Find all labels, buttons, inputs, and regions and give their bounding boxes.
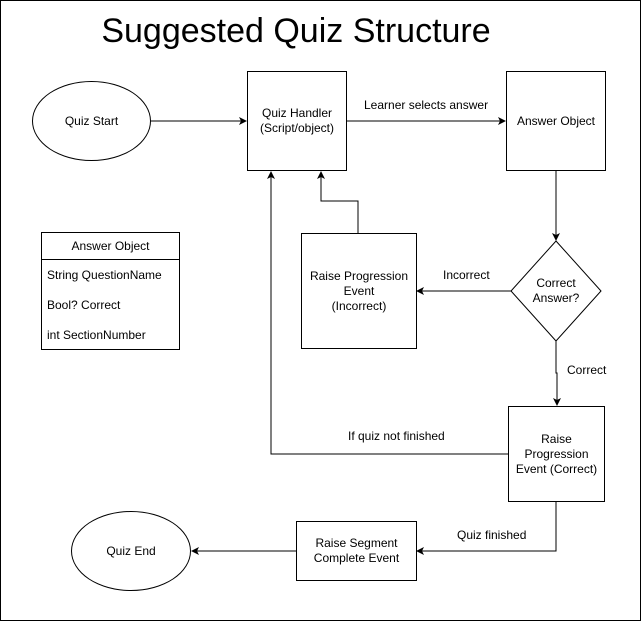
edge-correct-to-segment: [416, 501, 557, 555]
quiz-start-node: Quiz Start: [32, 81, 151, 161]
quiz-handler-label: Quiz Handler (Script/object): [259, 106, 335, 135]
table-field: int SectionNumber: [47, 328, 146, 342]
table-field: Bool? Correct: [47, 298, 121, 312]
quiz-end-node: Quiz End: [71, 511, 191, 591]
edge-label-incorrect: Incorrect: [443, 268, 490, 282]
edge-label-correct: Correct: [567, 363, 607, 377]
raise-correct-node: Raise Progression Event (Correct): [508, 406, 605, 502]
raise-segment-node: Raise Segment Complete Event: [296, 521, 417, 581]
answer-object-table: Answer Object String QuestionName Bool? …: [41, 232, 180, 350]
quiz-end-label: Quiz End: [106, 543, 156, 558]
quiz-handler-node: Quiz Handler (Script/object): [247, 71, 347, 171]
raise-correct-label: Raise Progression Event (Correct): [515, 431, 598, 476]
edge-label-learner-selects: Learner selects answer: [364, 98, 489, 112]
edge-decision-to-correct: [553, 341, 561, 406]
answer-object-label: Answer Object: [516, 113, 596, 128]
answer-object-node: Answer Object: [506, 71, 606, 171]
raise-segment-label: Raise Segment Complete Event: [313, 536, 400, 565]
edge-correct-to-handler: [267, 171, 508, 455]
diagram-title: Suggested Quiz Structure: [101, 12, 491, 50]
raise-incorrect-node: Raise Progression Event (Incorrect): [301, 233, 417, 349]
correct-answer-label: Correct Answer?: [532, 276, 580, 305]
table-field: String QuestionName: [47, 268, 162, 282]
quiz-start-label: Quiz Start: [64, 113, 119, 128]
edge-label-quiz-finished: Quiz finished: [457, 528, 527, 542]
table-header: Answer Object: [42, 233, 179, 260]
decision-diamond: [510, 240, 602, 342]
correct-answer-decision: Correct Answer?: [511, 241, 601, 341]
raise-incorrect-label: Raise Progression Event (Incorrect): [309, 268, 409, 313]
edge-incorrect-to-handler: [317, 171, 359, 233]
edge-label-if-not-finished: If quiz not finished: [348, 429, 445, 443]
